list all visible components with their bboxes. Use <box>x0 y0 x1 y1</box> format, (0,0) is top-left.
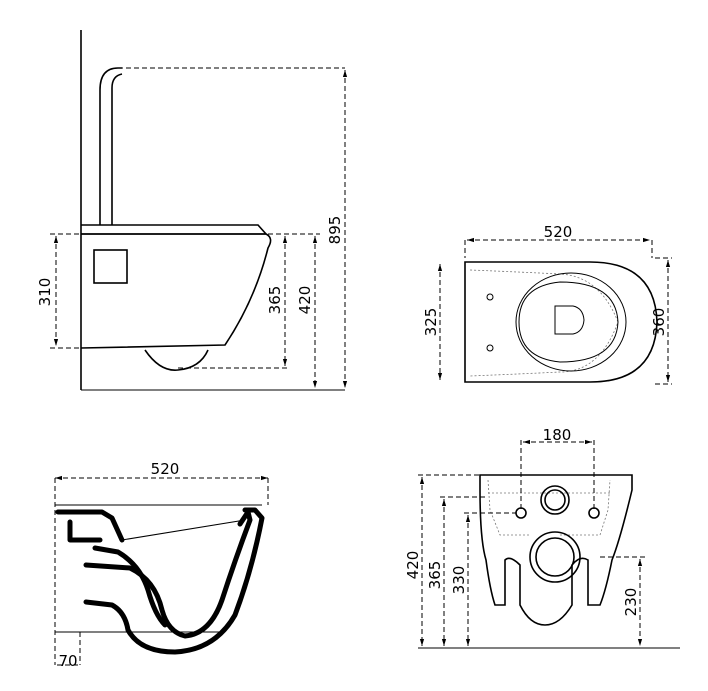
dim-label-895: 895 <box>326 216 344 245</box>
water-inlet-outer <box>540 485 570 515</box>
bolt-hole-bottom <box>486 344 494 352</box>
seat-plate <box>81 224 268 235</box>
waste-outlet-outer <box>529 531 581 583</box>
dim-label-365-front: 365 <box>426 561 444 590</box>
top-seat-outline <box>469 269 619 377</box>
dim-label-325: 325 <box>422 308 440 337</box>
bowl-body <box>80 233 272 349</box>
dim-label-520-section: 520 <box>151 460 180 478</box>
section-top-rim <box>55 509 125 543</box>
dim-label-365: 365 <box>266 286 284 315</box>
dim-label-360: 360 <box>650 308 668 337</box>
section-trap <box>83 507 265 655</box>
bolt-hole-top <box>486 293 494 301</box>
dim-label-230: 230 <box>622 588 640 617</box>
waste-outlet-inner <box>535 537 575 577</box>
dim-label-330-front: 330 <box>450 566 468 595</box>
bowl-opening <box>515 272 627 372</box>
outlet-arc <box>144 349 209 371</box>
front-view: 180 420 365 330 230 <box>404 426 680 649</box>
top-outline <box>464 261 658 383</box>
top-view: 520 325 360 <box>422 223 672 385</box>
dim-label-180: 180 <box>543 426 572 444</box>
dim-label-520-top: 520 <box>544 223 573 241</box>
dim-label-420-front: 420 <box>404 551 422 580</box>
dim-label-310: 310 <box>36 278 54 307</box>
mount-box <box>93 249 128 284</box>
dim-label-420: 420 <box>296 286 314 315</box>
water-inlet-inner <box>544 489 566 511</box>
front-inner-dash <box>487 479 611 536</box>
section-water-line <box>121 519 246 541</box>
section-view: 520 70 <box>54 460 269 670</box>
section-inner-wall <box>83 509 253 639</box>
lid-inner <box>111 73 123 225</box>
outlet-shape <box>554 305 585 335</box>
dim-label-70: 70 <box>58 652 77 670</box>
bolt-hole-left <box>515 507 527 519</box>
inner-bowl <box>518 281 619 363</box>
front-body <box>479 474 633 626</box>
side-view: 895 420 365 310 <box>36 30 348 391</box>
raised-lid <box>99 67 122 225</box>
bolt-hole-right <box>588 507 600 519</box>
section-outer-wall <box>92 545 168 628</box>
section-rim-edge <box>67 519 103 543</box>
